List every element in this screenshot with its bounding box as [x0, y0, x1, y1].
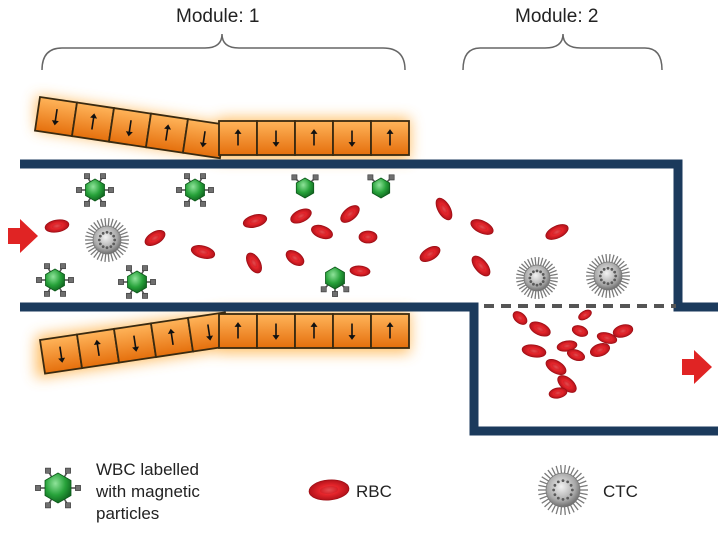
wbc-cell-2 [36, 263, 74, 297]
module2-label: Module: 2 [515, 6, 599, 27]
top-magnet-9 [370, 120, 410, 156]
rbc-cells [44, 197, 634, 399]
top-magnet-7 [294, 120, 334, 156]
up-arrow-icon [93, 339, 101, 357]
rbc-cell-14 [471, 255, 491, 277]
wbc-cell-1 [176, 173, 214, 207]
rbc-cell-22 [578, 309, 592, 321]
down-arrow-icon [272, 130, 280, 147]
legend-wbc-icon [35, 467, 81, 509]
channel-top-wall [20, 159, 718, 312]
down-arrow-icon [51, 109, 59, 126]
module1-brace [41, 33, 406, 71]
wbc-cell-3 [118, 265, 156, 299]
ctc-cells [85, 218, 630, 299]
legend-rbc-icon [308, 479, 350, 501]
wbc-cell-6 [320, 266, 350, 297]
rbc-cell-23 [589, 343, 611, 357]
top-magnet-3 [144, 112, 189, 154]
rbc-cell-3 [242, 214, 268, 228]
flow-out-arrow-icon [682, 350, 712, 384]
top-magnet-1 [70, 101, 116, 143]
up-arrow-icon [386, 129, 394, 146]
legend-rbc-label: RBC [356, 482, 392, 501]
wbc-cells [36, 173, 395, 299]
rbc-cell-6 [290, 208, 312, 224]
rbc-cell-24 [596, 332, 618, 344]
flow-in-arrow-icon [8, 219, 38, 253]
up-arrow-icon [234, 129, 242, 146]
rbc-cell-20 [556, 340, 578, 352]
down-arrow-icon [58, 346, 66, 363]
ctc-cell-0 [85, 218, 129, 262]
down-arrow-icon [348, 130, 356, 147]
up-arrow-icon [90, 113, 98, 130]
module1-label: Module: 1 [176, 6, 260, 27]
rbc-cell-19 [545, 359, 567, 375]
top-magnet-6 [256, 120, 296, 156]
rbc-cell-1 [144, 230, 166, 246]
rbc-cell-28 [566, 348, 586, 362]
down-arrow-icon [125, 120, 133, 137]
magnet-array-top [33, 95, 410, 160]
rbc-cell-9 [358, 230, 378, 244]
legend-wbc-label: WBC labelled with magnetic particles [96, 460, 200, 523]
down-arrow-icon [132, 335, 140, 352]
wbc-cell-5 [367, 174, 395, 199]
up-arrow-icon [164, 124, 172, 141]
down-arrow-icon [199, 131, 207, 148]
ctc-cell-2 [586, 254, 630, 298]
rbc-cell-12 [419, 246, 441, 262]
rbc-cell-11 [435, 197, 453, 221]
up-arrow-icon [167, 328, 175, 345]
rbc-cell-25 [612, 324, 634, 338]
module2-brace [462, 33, 663, 71]
top-magnet-8 [332, 120, 372, 156]
rbc-cell-0 [44, 219, 70, 233]
rbc-cell-2 [190, 245, 216, 259]
rbc-cell-8 [349, 265, 371, 277]
bottom-magnet-2 [112, 322, 158, 364]
bottom-magnet-0 [38, 333, 84, 375]
rbc-cell-5 [285, 250, 305, 266]
rbc-cell-21 [571, 325, 589, 337]
legend-ctc-icon [538, 465, 588, 515]
bottom-magnet-5 [218, 313, 258, 349]
channel-bottom-wall [20, 302, 718, 436]
down-arrow-icon [272, 323, 280, 340]
rbc-cell-13 [470, 219, 494, 235]
ctc-cell-1 [516, 257, 558, 299]
rbc-cell-16 [512, 311, 528, 325]
up-arrow-icon [310, 129, 318, 146]
up-arrow-icon [234, 322, 242, 339]
rbc-cell-15 [545, 224, 569, 240]
bottom-magnet-7 [294, 313, 334, 349]
bottom-magnet-1 [75, 327, 121, 370]
rbc-cell-7 [311, 224, 333, 240]
bottom-magnet-9 [370, 313, 410, 349]
top-magnet-0 [33, 95, 79, 138]
rbc-cell-17 [529, 321, 551, 337]
legend-icons [35, 465, 588, 515]
bottom-magnet-3 [149, 316, 195, 359]
down-arrow-icon [206, 324, 214, 341]
legend-ctc-label: CTC [603, 482, 638, 501]
magnet-array-bottom [38, 311, 410, 375]
rbc-cell-18 [521, 344, 547, 358]
top-magnet-5 [218, 120, 258, 156]
bottom-magnet-8 [332, 313, 372, 349]
wbc-cell-4 [291, 174, 319, 199]
rbc-cell-4 [246, 252, 262, 274]
up-arrow-icon [310, 322, 318, 339]
wbc-cell-0 [76, 173, 114, 207]
top-magnet-2 [107, 107, 152, 149]
channel-walls [20, 159, 718, 436]
up-arrow-icon [386, 322, 394, 339]
rbc-cell-10 [340, 205, 360, 223]
down-arrow-icon [348, 323, 356, 340]
bottom-magnet-6 [256, 313, 296, 349]
